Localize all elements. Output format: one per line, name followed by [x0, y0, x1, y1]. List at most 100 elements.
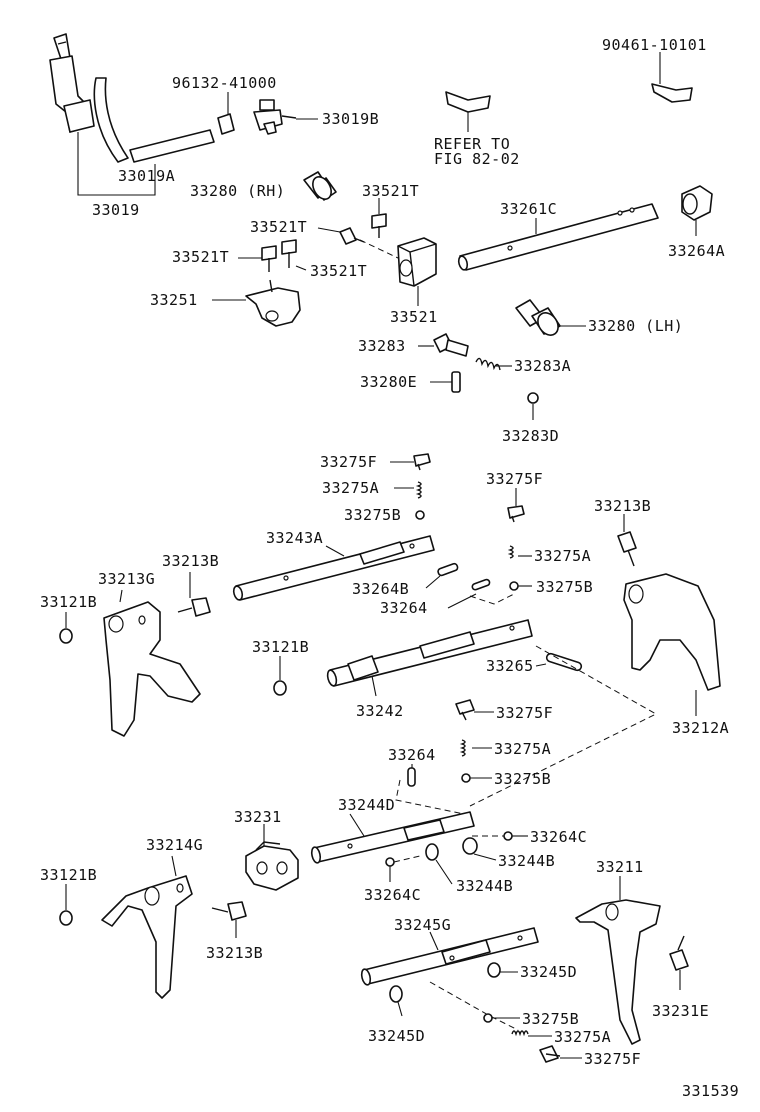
label-90461-10101: 90461-10101: [602, 36, 707, 54]
label-33280e: 33280E: [360, 373, 417, 391]
label-33261c: 33261C: [500, 200, 557, 218]
leader-33264b: [425, 575, 441, 589]
label-33245d-2: 33245D: [368, 1027, 425, 1045]
spring-33275a-2: [507, 545, 514, 559]
label-33264b: 33264B: [352, 580, 409, 598]
plug-33264a: [681, 185, 713, 221]
label-33275f-2: 33275F: [486, 470, 543, 488]
dash-33245: [429, 981, 519, 1031]
label-33019: 33019: [92, 201, 140, 219]
label-33251: 33251: [150, 291, 198, 309]
ring-33121b-3: [59, 910, 73, 926]
label-33265: 33265: [486, 657, 534, 675]
leader-33214g: [171, 855, 177, 877]
label-33244b-2: 33244B: [456, 877, 513, 895]
ring-33121b-2: [273, 680, 287, 696]
fork-33214g: [101, 875, 193, 999]
label-33280-rh: 33280 (RH): [190, 182, 285, 200]
fork-33211: [575, 899, 661, 1045]
label-33214g: 33214G: [146, 836, 203, 854]
label-33121b-3: 33121B: [40, 866, 97, 884]
label-33245g: 33245G: [394, 916, 451, 934]
label-33121b-2: 33121B: [252, 638, 309, 656]
fork-33213g: [103, 601, 201, 737]
label-33264-1: 33264: [380, 599, 428, 617]
spring-33275a-4: [511, 1030, 529, 1037]
leader-33521t-2: [317, 227, 341, 233]
label-33213g: 33213G: [98, 570, 155, 588]
bolt-33521t-1: [371, 213, 387, 238]
label-33275b-3: 33275B: [494, 770, 551, 788]
bolt-33521t-3: [261, 245, 277, 272]
label-96132-41000: 96132-41000: [172, 74, 277, 92]
label-33211: 33211: [596, 858, 644, 876]
ball-33275b-2: [509, 581, 519, 591]
label-33275b-2: 33275B: [536, 578, 593, 596]
label-33244d: 33244D: [338, 796, 395, 814]
label-33521t-2: 33521T: [250, 218, 307, 236]
sleeve-33244b-1: [462, 837, 478, 855]
label-33244b-1: 33244B: [498, 852, 555, 870]
leader-33244d: [349, 813, 365, 837]
leader-33244b-1: [473, 853, 497, 861]
shaft-33261c: [457, 203, 659, 271]
ball-33275b-1: [415, 510, 425, 520]
label-33275b-4: 33275B: [522, 1010, 579, 1028]
ball-33275b-4: [483, 1013, 493, 1023]
plug-33275f-3: [455, 699, 475, 721]
spring-33275a-1: [415, 481, 422, 499]
label-33521: 33521: [390, 308, 438, 326]
dash-33212a: [469, 645, 658, 807]
label-33231e: 33231E: [652, 1002, 709, 1020]
leader-33213g: [119, 589, 123, 603]
pin-33264b: [437, 562, 459, 577]
figure-number: 331539: [682, 1082, 739, 1100]
ball-33275b-3: [461, 773, 471, 783]
sleeve-33245d-1: [487, 962, 501, 978]
leader-33242: [371, 675, 377, 697]
label-33231: 33231: [234, 808, 282, 826]
label-33243a: 33243A: [266, 529, 323, 547]
label-33275a-3: 33275A: [494, 740, 551, 758]
bolt-33231e: [669, 935, 689, 971]
block-33521: [397, 237, 437, 287]
dash-33264c-2: [393, 855, 421, 863]
label-33275b-1: 33275B: [344, 506, 401, 524]
shaft-33244d: [310, 811, 475, 864]
label-33283: 33283: [358, 337, 406, 355]
label-33275f-1: 33275F: [320, 453, 377, 471]
shaft-33243a: [232, 535, 435, 601]
label-33245d-1: 33245D: [520, 963, 577, 981]
label-33521t-1: 33521T: [362, 182, 419, 200]
dash-33264: [469, 593, 515, 605]
label-33275a-1: 33275A: [322, 479, 379, 497]
bolt-33521t-2: [339, 227, 365, 245]
shaft-33242: [326, 619, 533, 687]
sleeve-33244b-2: [425, 843, 439, 861]
label-33283a: 33283A: [514, 357, 571, 375]
fitting-33019B: [253, 99, 297, 135]
label-33283d: 33283D: [502, 427, 559, 445]
label-33212a: 33212A: [672, 719, 729, 737]
label-33264c-1: 33264C: [530, 828, 587, 846]
bracket-ref: [445, 91, 491, 113]
shaft-33245g: [360, 927, 539, 986]
spring-33283a: [475, 357, 501, 371]
ball-33264c-2: [385, 857, 395, 867]
leader-33243a: [325, 545, 345, 557]
label-33275f-3: 33275F: [496, 704, 553, 722]
label-33275a-2: 33275A: [534, 547, 591, 565]
label-33275a-4: 33275A: [554, 1028, 611, 1046]
label-33521t-3: 33521T: [172, 248, 229, 266]
ref-note-line1: REFER TO: [434, 135, 510, 153]
block-33231: [245, 841, 299, 891]
plug-33275f-1: [413, 453, 431, 471]
pin-33264-1: [471, 578, 491, 591]
leader-33244b-2: [435, 859, 453, 885]
label-33213b-1: 33213B: [162, 552, 219, 570]
lever-33251: [245, 279, 301, 327]
ball-33283d: [527, 392, 539, 404]
ref-note-line2: FIG 82-02: [434, 150, 520, 168]
label-33280-lh: 33280 (LH): [588, 317, 683, 335]
